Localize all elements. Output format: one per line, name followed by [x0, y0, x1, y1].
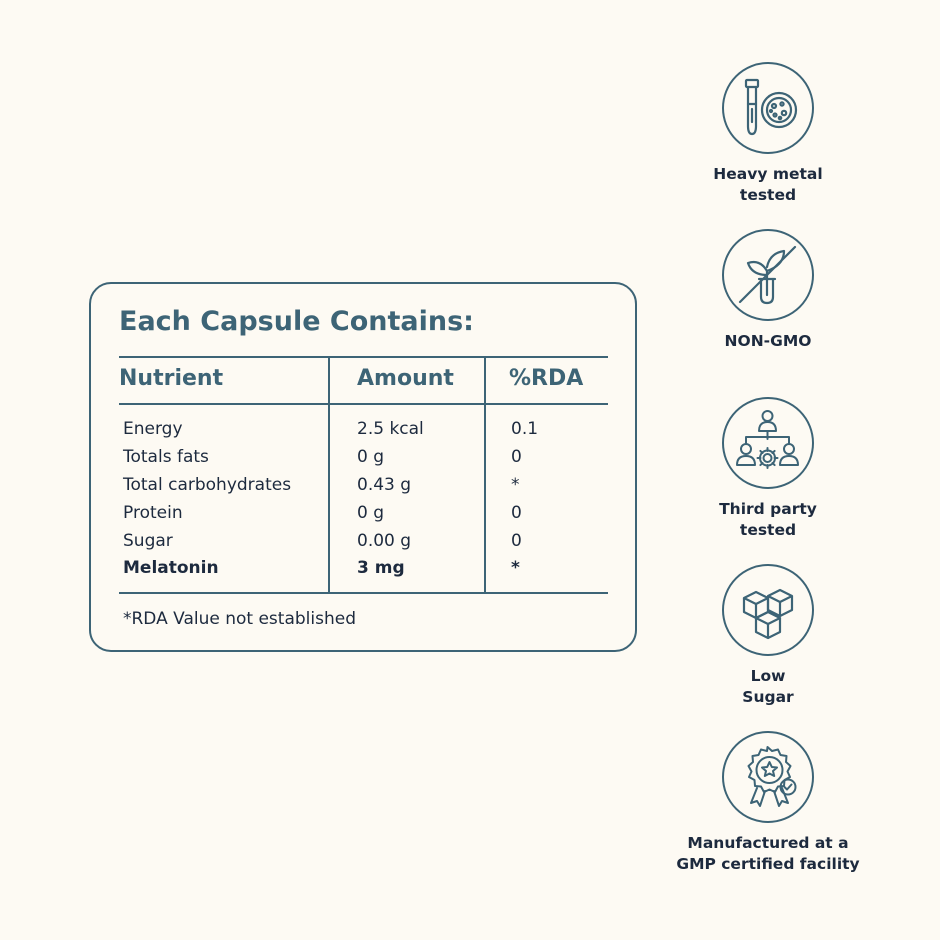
badge-label-line: Low	[750, 667, 786, 685]
rda-cell: 0	[511, 531, 522, 551]
badge-low-sugar: Low Sugar	[668, 564, 868, 708]
nutrient-cell: Energy	[123, 419, 183, 439]
nutrient-cell: Total carbohydrates	[123, 475, 292, 495]
badge-label-line: tested	[739, 521, 797, 539]
column-header-nutrient: Nutrient	[119, 366, 224, 391]
table-row-highlight: Melatonin 3 mg *	[91, 556, 635, 584]
badge-circle	[722, 62, 814, 154]
nutrient-cell: Totals fats	[123, 447, 209, 467]
badge-label: Third party tested	[668, 499, 868, 541]
badge-label-line: tested	[739, 186, 797, 204]
rda-cell: *	[511, 558, 520, 578]
badge-label: Low Sugar	[668, 666, 868, 708]
certified-badge-icon	[747, 746, 797, 807]
badge-non-gmo: NON-GMO	[668, 229, 868, 352]
table-row: Sugar 0.00 g 0	[91, 529, 635, 557]
table-column-divider	[484, 356, 486, 594]
table-row: Energy 2.5 kcal 0.1	[91, 417, 635, 445]
rda-footnote: *RDA Value not established	[123, 609, 356, 629]
badge-label-line: Sugar	[742, 688, 794, 706]
nutrient-cell: Protein	[123, 503, 183, 523]
rda-cell: 0	[511, 447, 522, 467]
rda-cell: 0.1	[511, 419, 539, 439]
table-top-rule	[119, 356, 608, 358]
badge-label-line: NON-GMO	[724, 332, 812, 350]
table-row: Total carbohydrates 0.43 g *	[91, 473, 635, 501]
card-title: Each Capsule Contains:	[119, 306, 474, 337]
column-header-rda: %RDA	[509, 366, 584, 391]
nutrient-cell: Melatonin	[123, 558, 219, 578]
rda-cell: 0	[511, 503, 522, 523]
badge-label-line: Third party	[719, 500, 817, 518]
badge-label-line: Heavy metal	[713, 165, 823, 183]
table-bottom-rule	[119, 592, 608, 594]
badge-circle	[722, 564, 814, 656]
badge-heavy-metal: Heavy metal tested	[668, 62, 868, 206]
amount-cell: 2.5 kcal	[357, 419, 424, 439]
amount-cell: 0 g	[357, 503, 385, 523]
no-gmo-plant-icon	[738, 245, 797, 305]
nutrition-card: Each Capsule Contains: Nutrient Amount %…	[89, 282, 637, 652]
table-column-divider	[328, 356, 330, 594]
badge-gmp-certified: Manufactured at a GMP certified facility	[668, 731, 868, 875]
table-header-rule	[119, 403, 608, 405]
amount-cell: 0 g	[357, 447, 385, 467]
badge-third-party: Third party tested	[668, 397, 868, 541]
amount-cell: 0.43 g	[357, 475, 412, 495]
sugar-cubes-icon	[742, 588, 794, 640]
badge-circle	[722, 397, 814, 489]
test-tube-petri-dish-icon	[744, 78, 798, 136]
badge-circle	[722, 731, 814, 823]
badge-label: Heavy metal tested	[668, 164, 868, 206]
badge-label-line: Manufactured at a	[687, 834, 849, 852]
badge-label-line: GMP certified facility	[676, 855, 860, 873]
badge-label: NON-GMO	[668, 331, 868, 352]
column-header-amount: Amount	[357, 366, 454, 391]
badge-circle	[722, 229, 814, 321]
amount-cell: 3 mg	[357, 558, 405, 578]
badge-label: Manufactured at a GMP certified facility	[668, 833, 868, 875]
table-row: Protein 0 g 0	[91, 501, 635, 529]
rda-cell: *	[511, 475, 520, 495]
team-gear-icon	[736, 410, 799, 469]
amount-cell: 0.00 g	[357, 531, 412, 551]
nutrient-cell: Sugar	[123, 531, 173, 551]
table-row: Totals fats 0 g 0	[91, 445, 635, 473]
